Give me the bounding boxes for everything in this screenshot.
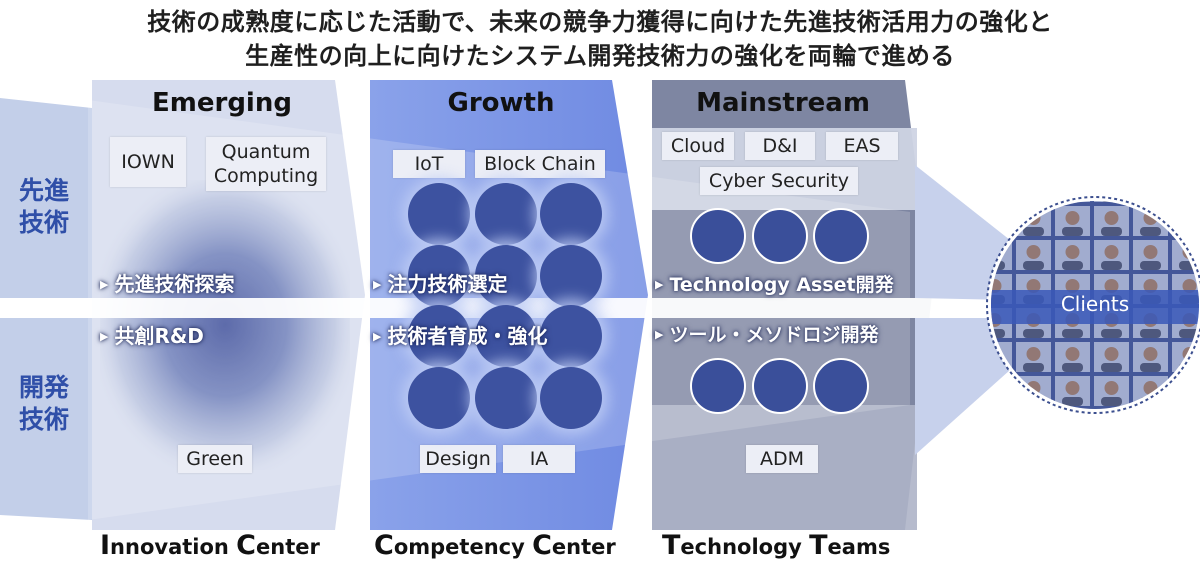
tag-d-and-i: D&I [745, 132, 815, 160]
growth-circle [540, 305, 602, 367]
title-line-1: 技術の成熟度に応じた活動で、未来の競争力獲得に向けた先進技術活用力の強化と [147, 8, 1053, 36]
side-label-advanced-line1: 先進 [18, 176, 69, 205]
growth-circle [408, 305, 470, 367]
tag-block-chain: Block Chain [475, 150, 605, 178]
emerging-blob [100, 180, 350, 470]
footer-text: nnovation [110, 535, 237, 559]
footer-innovation-center: Innovation Center [100, 530, 320, 561]
bullet-text: ツール・メソドロジ開発 [669, 324, 879, 346]
heading-emerging: Emerging [152, 88, 292, 118]
side-label-development: 開発 技術 [0, 372, 88, 436]
tag-cloud: Cloud [662, 132, 734, 160]
footer-technology-teams: Technology Teams [662, 530, 890, 561]
tag-green: Green [178, 445, 252, 473]
footer-cap: C [236, 530, 256, 561]
growth-circle [408, 245, 470, 307]
mainstream-circle [690, 208, 746, 264]
tag-iown: IOWN [110, 137, 186, 187]
growth-circle [475, 183, 537, 245]
clients-label: Clients [1060, 292, 1130, 316]
bullet-emerging-2: ▶ 共創R&D [100, 320, 204, 349]
side-label-advanced: 先進 技術 [0, 175, 88, 239]
mainstream-circle [813, 208, 869, 264]
footer-text: ompetency [393, 535, 533, 559]
growth-circle [408, 367, 470, 429]
tag-design: Design [420, 445, 496, 473]
footer-competency-center: Competency Center [374, 530, 616, 561]
tag-eas: EAS [826, 132, 898, 160]
bullet-growth-1: ▶ 注力技術選定 [373, 268, 507, 297]
bullet-text: 技術者育成・強化 [387, 324, 548, 348]
footer-cap: I [100, 530, 111, 561]
advanced-band-left [0, 98, 92, 298]
triangle-bullet-icon: ▶ [655, 328, 664, 341]
mainstream-circle [752, 208, 808, 264]
arrow-to-clients-bottom [915, 318, 1010, 455]
tag-ia: IA [503, 445, 575, 473]
growth-circle [540, 245, 602, 307]
footer-text: enter [256, 535, 320, 559]
tag-iot: IoT [393, 150, 465, 178]
bullet-text: 共創R&D [114, 324, 204, 348]
heading-growth: Growth [447, 88, 555, 118]
side-label-development-line2: 技術 [18, 405, 69, 434]
bullet-growth-2: ▶ 技術者育成・強化 [373, 320, 547, 349]
footer-text: enter [551, 535, 616, 559]
bullet-text: 注力技術選定 [387, 272, 508, 296]
footer-cap: T [809, 530, 828, 561]
footer-cap: C [532, 530, 552, 561]
growth-circle [475, 367, 537, 429]
triangle-bullet-icon: ▶ [655, 278, 664, 291]
growth-circle [540, 183, 602, 245]
side-label-advanced-line2: 技術 [18, 208, 69, 237]
bullet-emerging-1: ▶ 先進技術探索 [100, 268, 234, 297]
mainstream-circle [690, 358, 746, 414]
bullet-text: Technology Asset開発 [669, 274, 894, 296]
heading-mainstream: Mainstream [696, 88, 870, 118]
tag-cyber-security: Cyber Security [700, 167, 858, 195]
mainstream-circle [752, 358, 808, 414]
footer-text: echnology [680, 535, 810, 559]
title-line-2: 生産性の向上に向けたシステム開発技術力の強化を両輪で進める [245, 42, 955, 70]
tag-quantum-computing: Quantum Computing [206, 137, 326, 191]
mainstream-circle [813, 358, 869, 414]
triangle-bullet-icon: ▶ [100, 330, 109, 343]
tag-adm: ADM [746, 445, 818, 473]
arrow-to-clients-top [915, 165, 1010, 300]
triangle-bullet-icon: ▶ [373, 330, 382, 343]
triangle-bullet-icon: ▶ [100, 278, 109, 291]
bullet-mainstream-1: ▶ Technology Asset開発 [655, 270, 894, 297]
development-band-left [0, 318, 92, 520]
clients-photo-grid [991, 201, 1199, 409]
growth-circle [475, 245, 537, 307]
footer-text: eams [827, 535, 891, 559]
side-label-development-line1: 開発 [18, 373, 69, 402]
bullet-text: 先進技術探索 [114, 272, 235, 296]
growth-circle [540, 367, 602, 429]
growth-circle [408, 183, 470, 245]
footer-cap: T [662, 530, 681, 561]
bullet-mainstream-2: ▶ ツール・メソドロジ開発 [655, 320, 878, 347]
growth-circle [475, 305, 537, 367]
footer-cap: C [374, 530, 394, 561]
triangle-bullet-icon: ▶ [373, 278, 382, 291]
